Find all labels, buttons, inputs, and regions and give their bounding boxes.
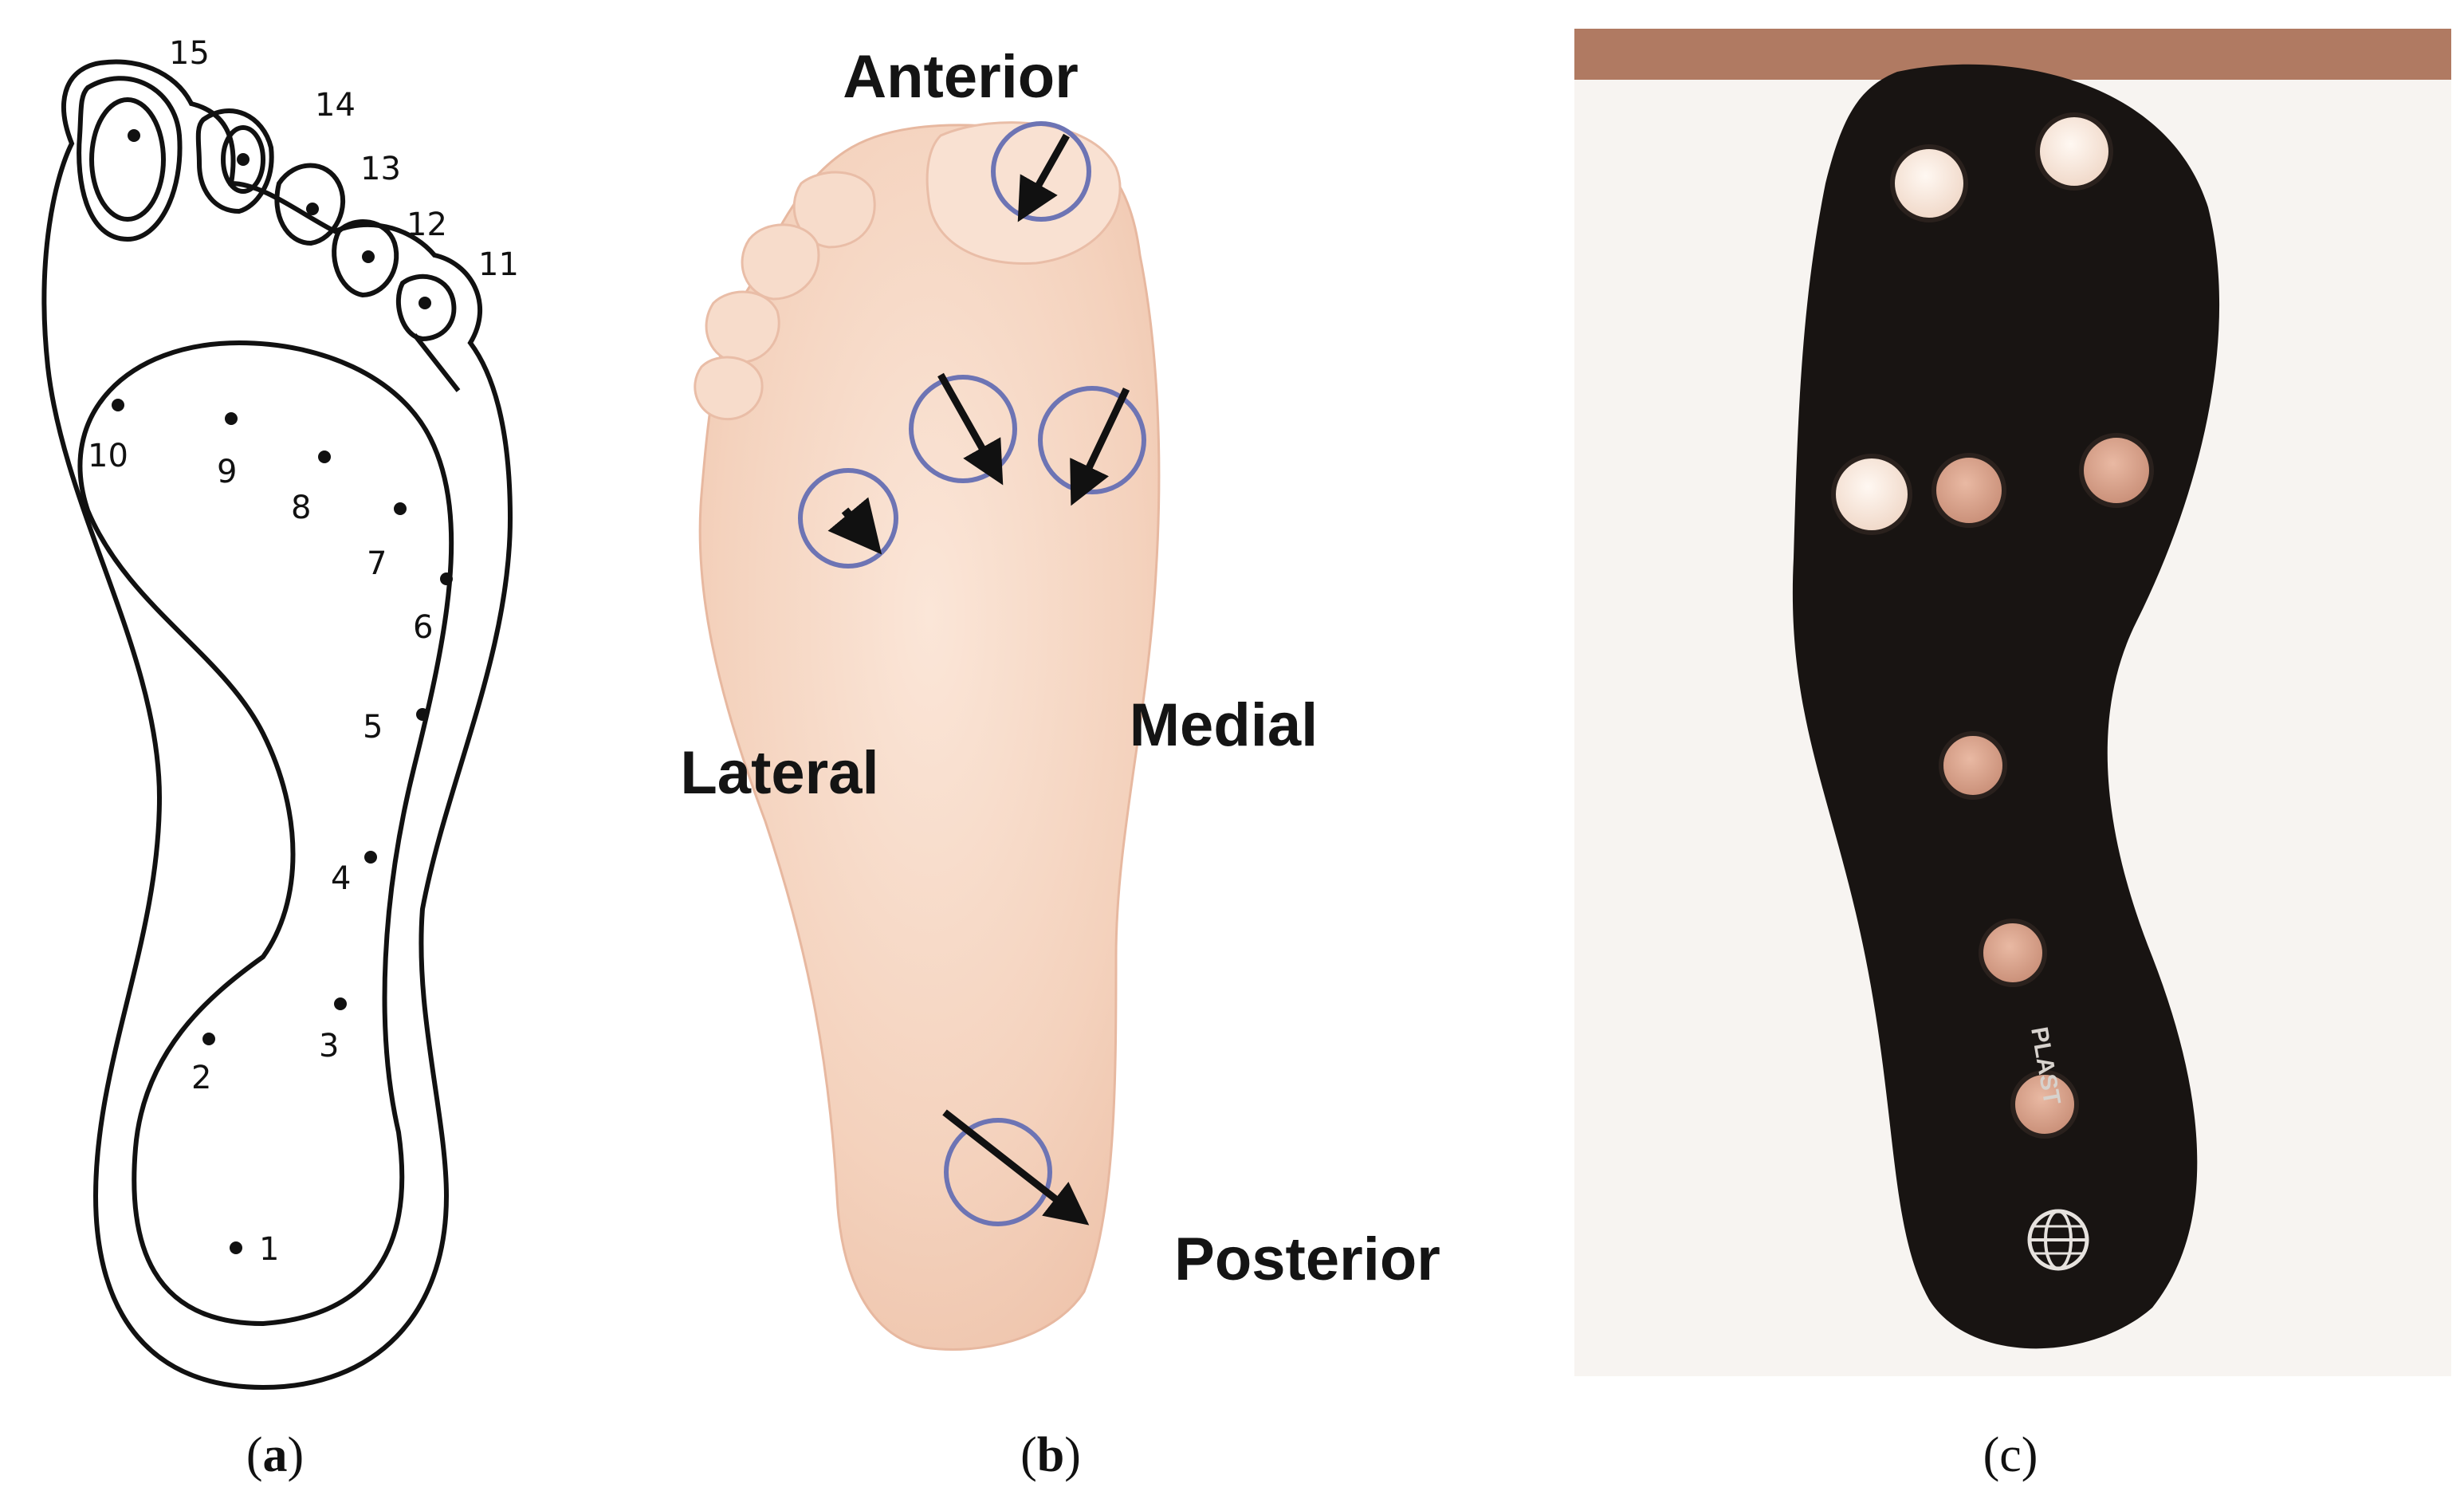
point-2-label: 2 [191, 1060, 211, 1096]
point-10-label: 10 [88, 438, 128, 474]
point-11-dot [419, 297, 431, 309]
point-8-label: 8 [291, 490, 311, 526]
point-1-dot [230, 1241, 242, 1254]
sensor-7 [1979, 919, 2047, 987]
toe-5-outline [395, 273, 457, 342]
arrow-met-2 [937, 372, 1004, 486]
sensor-circle-met-5 [798, 468, 898, 569]
big-toe-pad [89, 97, 166, 222]
toe-shape-4 [694, 356, 764, 421]
caption-b: (b) [1020, 1428, 1081, 1482]
sensor-8 [2010, 1070, 2079, 1139]
point-14-dot [237, 153, 250, 166]
arrow-heel [942, 1109, 1090, 1226]
panel-c: PLAST (c) [1574, 29, 2451, 1482]
arrow-met-5 [827, 497, 882, 555]
point-1-label: 1 [259, 1231, 279, 1268]
panel-a: 1 2 3 4 5 6 7 8 9 10 11 12 13 1 [41, 35, 519, 1482]
point-6-label: 6 [413, 609, 433, 646]
toe-2-pad [221, 125, 265, 194]
sensor-4 [1932, 453, 2006, 528]
point-15-dot [128, 129, 140, 142]
toe-3-outline [274, 163, 345, 246]
panel-b: Anterior Medial Lateral Posterior (b) [680, 43, 1440, 1482]
sensor-1 [1890, 144, 1968, 222]
point-3-label: 3 [319, 1028, 339, 1064]
toe-2-outline [195, 108, 274, 214]
caption-a: (a) [246, 1428, 304, 1482]
foot-outline-outer [41, 59, 513, 1391]
point-5-dot [416, 708, 429, 721]
toe-4-outline [332, 219, 399, 298]
globe-icon [2027, 1209, 2089, 1271]
point-12-dot [362, 250, 375, 263]
point-7-dot [394, 502, 407, 515]
arrow-big-toe [1017, 133, 1070, 222]
point-11-label: 11 [478, 246, 519, 283]
sensor-circle-met-2 [909, 375, 1017, 483]
foot-sole-photo [698, 124, 1161, 1351]
insole-sensors [1831, 112, 2154, 1139]
label-lateral: Lateral [680, 739, 878, 807]
point-4-label: 4 [331, 860, 351, 897]
sensor-circle-heel [944, 1118, 1052, 1226]
foot-outline-inner [77, 340, 454, 1327]
point-13-dot [306, 203, 319, 215]
measurement-points: 1 2 3 4 5 6 7 8 9 10 11 12 13 1 [88, 35, 519, 1268]
point-3-dot [334, 997, 347, 1010]
sensor-6 [1939, 731, 2007, 800]
label-posterior: Posterior [1174, 1226, 1440, 1293]
arrow-met-1 [1070, 388, 1130, 506]
toe-shape-2 [741, 223, 820, 301]
toe-shape-3 [705, 290, 780, 364]
point-13-label: 13 [360, 151, 401, 187]
point-6-dot [440, 572, 453, 585]
point-4-dot [364, 851, 377, 864]
point-9-label: 9 [217, 454, 237, 490]
toe-shape-1 [792, 171, 876, 249]
point-12-label: 12 [407, 207, 447, 243]
toe-crease [412, 333, 461, 392]
point-2-dot [202, 1033, 215, 1045]
sensor-3 [1831, 454, 1912, 535]
point-9-dot [225, 412, 238, 425]
sensor-2 [2035, 112, 2113, 191]
sensor-5 [2079, 433, 2154, 508]
insole [1792, 64, 2220, 1349]
label-anterior: Anterior [843, 43, 1079, 111]
point-10-dot [112, 399, 124, 411]
caption-c: (c) [1983, 1428, 2038, 1482]
big-toe-shape [925, 121, 1122, 265]
point-8-dot [318, 451, 331, 463]
point-14-label: 14 [315, 87, 356, 124]
label-medial: Medial [1130, 691, 1318, 759]
force-vectors [798, 121, 1146, 1226]
point-5-label: 5 [363, 709, 383, 746]
big-toe-outline [77, 76, 183, 242]
point-15-label: 15 [169, 35, 210, 72]
point-7-label: 7 [367, 545, 387, 582]
